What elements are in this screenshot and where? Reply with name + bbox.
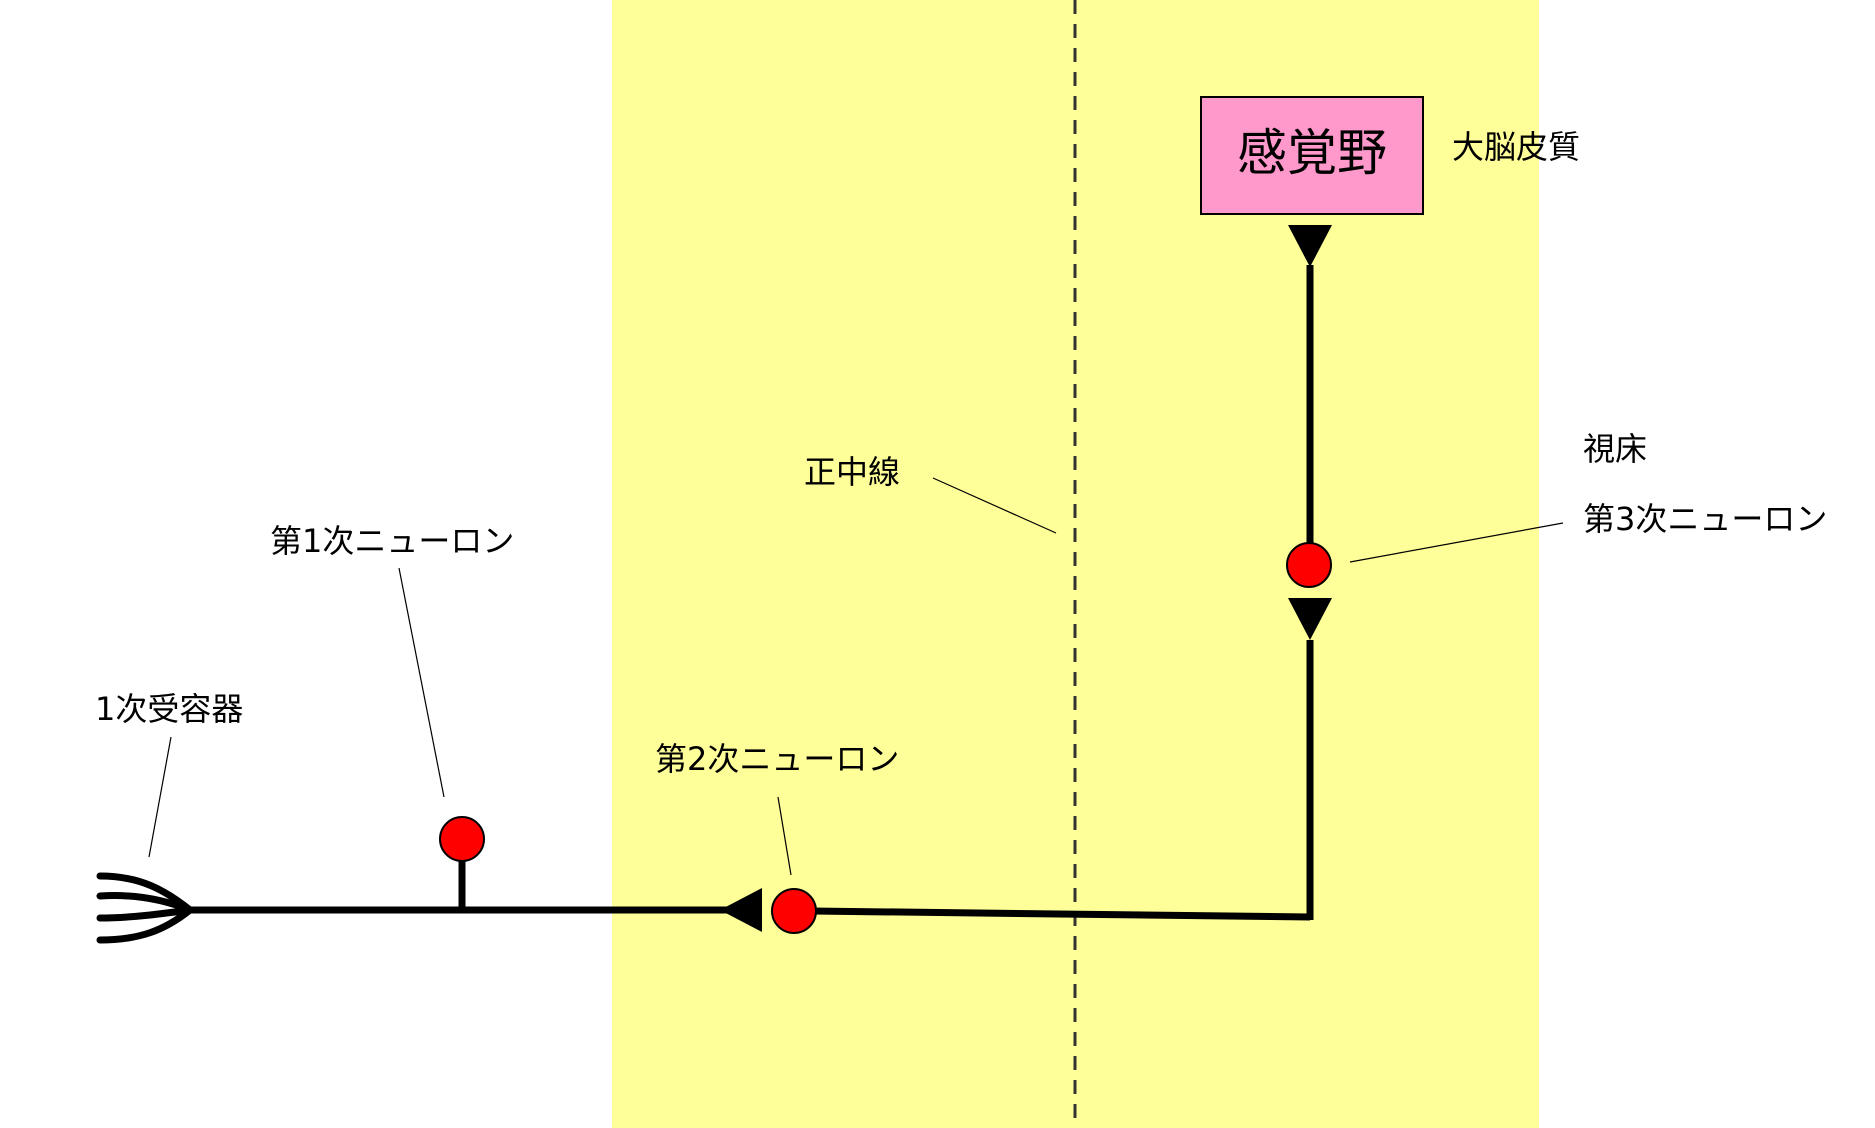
- third-neuron-leader: [1349, 522, 1564, 563]
- primary-receptor-icon: [96, 872, 194, 944]
- cerebral-cortex-label: 大脳皮質: [1452, 128, 1580, 166]
- second-neuron-label: 第2次ニューロン: [655, 740, 899, 778]
- first-neuron-body: [439, 816, 485, 862]
- midline-leader: [932, 477, 1057, 534]
- second-neuron-body: [771, 888, 817, 934]
- second-neuron-leader: [777, 796, 792, 876]
- arrowhead-second-synapse: [720, 888, 762, 932]
- cortex-box: [1200, 96, 1424, 215]
- primary-receptor-label: 1次受容器: [95, 690, 243, 728]
- arrowhead-cortex: [1288, 225, 1332, 267]
- first-neuron-leader: [398, 567, 445, 798]
- second-axon-horizontal: [811, 907, 1311, 921]
- third-neuron-body: [1286, 542, 1332, 588]
- primary-receptor-leader: [148, 736, 172, 858]
- cortex-area-label: 感覚野: [1237, 124, 1387, 182]
- first-neuron-label: 第1次ニューロン: [270, 522, 514, 560]
- thalamus-label: 視床: [1583, 430, 1647, 468]
- arrowhead-thalamus: [1288, 598, 1332, 640]
- midline-label: 正中線: [804, 453, 900, 491]
- third-neuron-label: 第3次ニューロン: [1583, 500, 1827, 538]
